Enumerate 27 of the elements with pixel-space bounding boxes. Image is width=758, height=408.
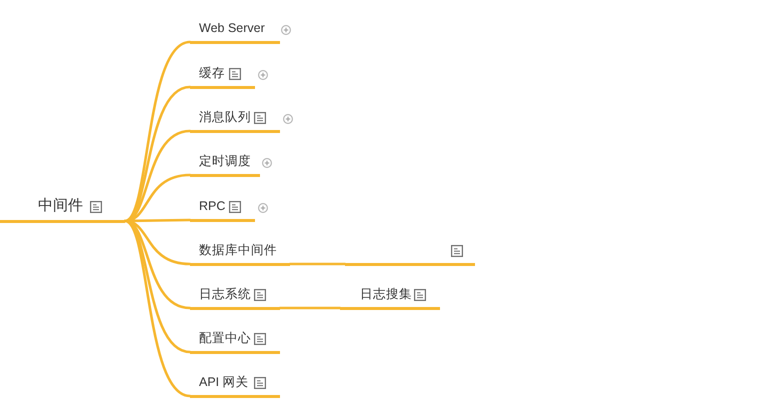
topic-label: 配置中心 [199, 330, 251, 346]
topic-label: Web Server [199, 20, 265, 36]
topic-label: 中间件 [38, 196, 83, 214]
topic-label: 定时调度 [199, 154, 251, 168]
topic-label: 数据库中间件 [199, 242, 277, 258]
topic-node [0, 196, 125, 222]
topic-label: 消息队列 [199, 110, 251, 124]
branch-line [124, 220, 192, 310]
branch-line [124, 218, 192, 222]
topic-label: 日志搜集 [360, 286, 412, 302]
branch-line [124, 220, 192, 398]
branch-line [288, 262, 346, 266]
topic-node [190, 108, 280, 132]
branch-line [124, 40, 192, 222]
topic-label: RPC [199, 198, 226, 214]
topic-node [190, 152, 260, 176]
topic-label: API 网关 [199, 374, 249, 390]
topic-node [190, 374, 280, 398]
topic-label: 日志系统 [199, 286, 251, 302]
topic-node [190, 64, 255, 88]
topic-node [190, 242, 290, 266]
branch-line [278, 306, 342, 310]
branch-line [124, 220, 192, 266]
topic-node [190, 330, 280, 354]
topic-label: 缓存 [199, 66, 225, 80]
topic-node [190, 286, 280, 310]
topic-node [340, 286, 440, 310]
